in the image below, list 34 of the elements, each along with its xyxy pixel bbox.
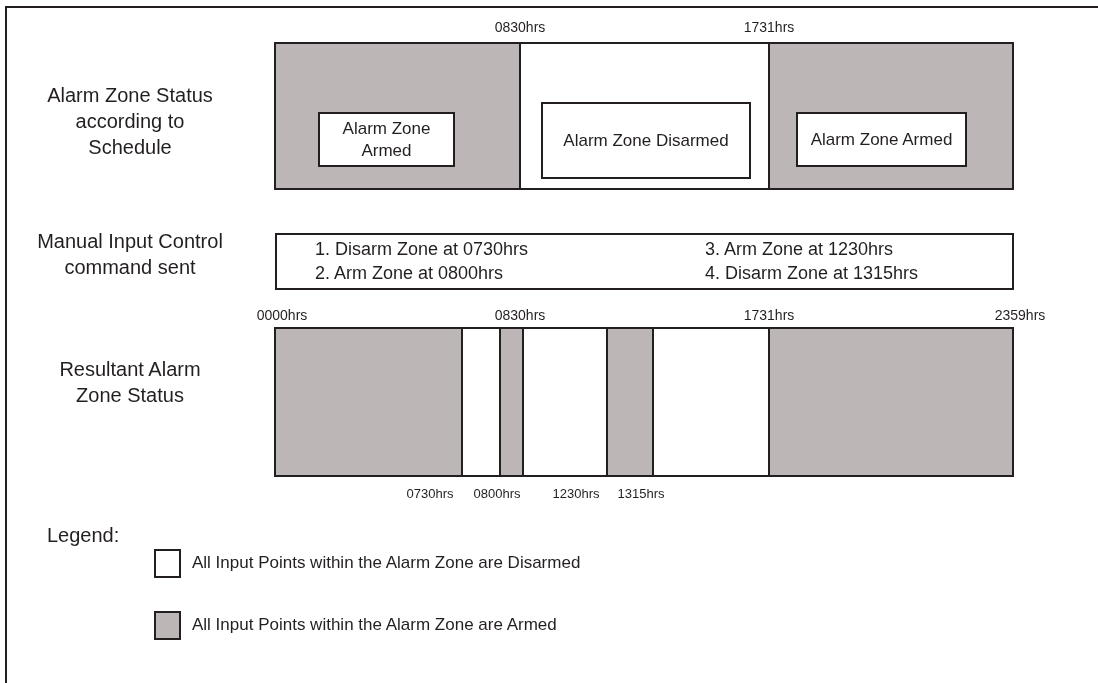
status-bar-segment: [606, 327, 654, 477]
legend-heading: Legend:: [47, 523, 120, 548]
status-bar-segment: [522, 327, 608, 477]
status-bar-segment: [274, 327, 463, 477]
command-item: 2. Arm Zone at 0800hrs: [315, 263, 504, 285]
status-bar-segment: [499, 327, 524, 477]
time-label: 0000hrs: [255, 306, 309, 325]
row-heading: Manual Input Control command sent: [36, 229, 224, 280]
zone-status-box: Alarm Zone Armed: [318, 112, 455, 167]
time-label: 0830hrs: [493, 306, 547, 325]
time-label: 0730hrs: [405, 486, 455, 503]
status-bar-segment: [461, 327, 501, 477]
command-item: 3. Arm Zone at 1230hrs: [705, 238, 894, 260]
time-label: 1731hrs: [742, 306, 796, 325]
time-label: 1230hrs: [551, 486, 601, 503]
row-heading: Resultant Alarm Zone Status: [58, 357, 202, 408]
legend-text: All Input Points within the Alarm Zone are Armed: [192, 615, 557, 635]
time-label: 1315hrs: [616, 486, 666, 503]
command-list-box: [275, 233, 1014, 290]
legend-text: All Input Points within the Alarm Zone are Disarmed: [192, 553, 581, 573]
time-label: 0800hrs: [472, 486, 522, 503]
time-label: 2359hrs: [993, 306, 1047, 325]
zone-status-box: Alarm Zone Disarmed: [541, 102, 751, 179]
time-label: 0830hrs: [493, 18, 547, 37]
row-heading: Alarm Zone Status according to Schedule: [46, 83, 214, 160]
status-bar-segment: [519, 42, 770, 190]
command-item: 1. Disarm Zone at 0730hrs: [315, 238, 529, 260]
time-label: 1731hrs: [742, 18, 796, 37]
zone-status-box: Alarm Zone Armed: [796, 112, 967, 167]
status-bar-segment: [768, 42, 1014, 190]
status-bar-segment: [768, 327, 1014, 477]
status-bar-segment: [274, 42, 521, 190]
status-bar-segment: [652, 327, 770, 477]
command-item: 4. Disarm Zone at 1315hrs: [705, 263, 919, 285]
